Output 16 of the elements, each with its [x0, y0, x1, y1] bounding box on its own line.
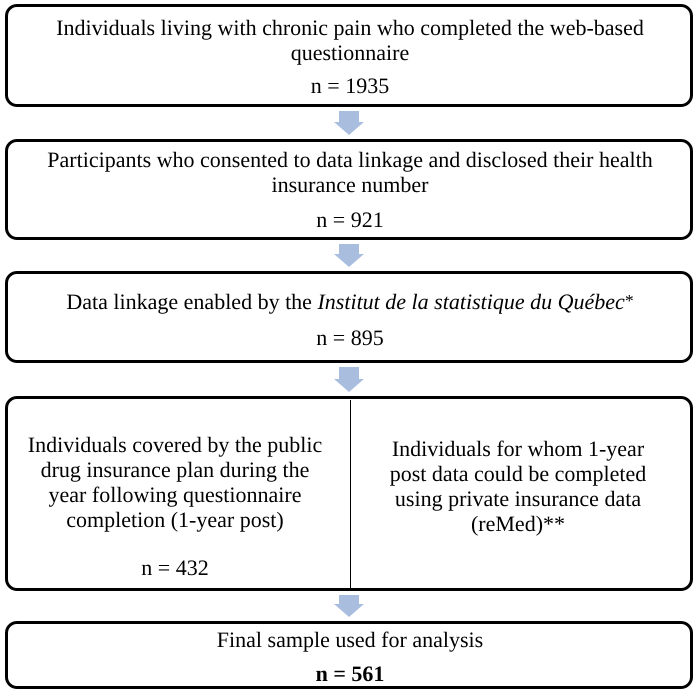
step-description: Individuals for whom 1-year post data could be completed using private insurance data (reMed)**	[388, 436, 648, 536]
step-description: Participants who consented to data linkage and disclosed their health insurance number	[46, 147, 654, 197]
split-process-box	[5, 396, 693, 591]
final-sample-box	[5, 621, 693, 689]
participant-count: n = 561	[314, 661, 386, 686]
participant-count: n = 432	[140, 555, 210, 580]
participant-count: n = 895	[315, 325, 385, 350]
process-box	[5, 139, 693, 240]
participant-count: n = 921	[315, 207, 385, 232]
step-description: Individuals covered by the public drug insurance plan during the year following questionnaire completion (1-year post)	[26, 432, 324, 532]
step-description: Data linkage enabled by the Institut de la statistique du Québec$^{*}$	[65, 289, 635, 314]
process-box	[5, 271, 693, 363]
participant-count: n = 1935	[310, 73, 390, 98]
step-description: Final sample used for analysis	[216, 627, 484, 652]
step-description: Individuals living with chronic pain who completed the web-based questionnaire	[55, 15, 645, 65]
process-box	[5, 4, 693, 107]
